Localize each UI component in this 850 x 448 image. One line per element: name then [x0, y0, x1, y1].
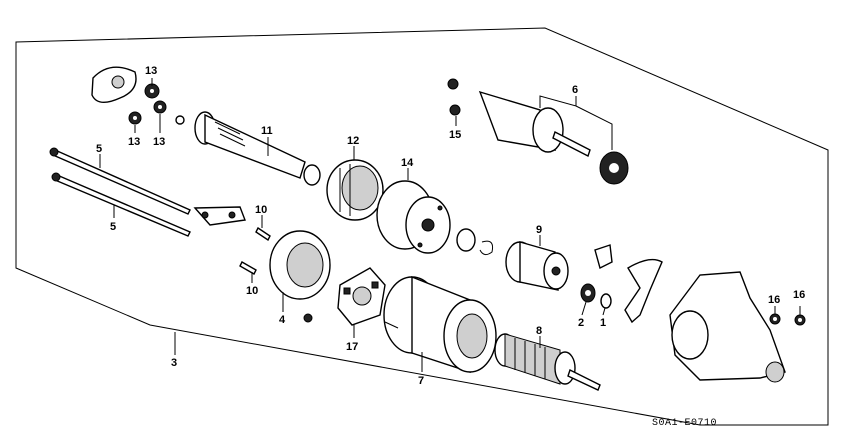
part-dust-cover: [91, 66, 137, 103]
part-shift-lever: [594, 244, 663, 324]
callout-3: 3: [171, 357, 177, 369]
part-washers: [456, 228, 493, 256]
callout-9: 9: [536, 224, 542, 236]
callout-13: 13: [128, 136, 140, 148]
part-yoke: [383, 275, 497, 373]
callout-15: 15: [449, 129, 461, 141]
diagram-code: S0A1-E0710: [652, 418, 717, 429]
callout-5: 5: [110, 221, 116, 233]
part-overrunning-clutch: [505, 241, 569, 291]
assembly-boundary: [15, 27, 829, 426]
part-bracket: [193, 206, 246, 226]
callout-1: 1: [600, 317, 606, 329]
part-gear-shaft: [175, 111, 321, 186]
callout-6: 6: [572, 84, 578, 96]
callout-10: 10: [246, 285, 258, 297]
callout-11: 11: [261, 125, 273, 137]
leader-lines: [99, 78, 801, 372]
callout-7: 7: [418, 375, 424, 387]
callout-17: 17: [346, 341, 358, 353]
callout-8: 8: [536, 325, 542, 337]
callout-14: 14: [401, 157, 414, 169]
callout-5: 5: [96, 143, 102, 155]
part-stop-ring: [580, 283, 612, 309]
callout-12: 12: [347, 135, 359, 147]
part-brush-holder: [337, 267, 386, 326]
part-armature: [494, 333, 601, 391]
callout-10: 10: [255, 204, 267, 216]
part-gear-housing: [376, 180, 451, 254]
callout-13: 13: [145, 65, 157, 77]
part-nuts: [769, 313, 806, 326]
part-gear-case: [669, 271, 786, 383]
part-screws: [239, 226, 271, 275]
callout-16: 16: [793, 289, 805, 301]
callout-13: 13: [153, 136, 165, 148]
callout-16: 16: [768, 294, 780, 306]
callout-4: 4: [279, 314, 286, 326]
callout-2: 2: [578, 317, 584, 329]
part-planetary-gears: [128, 83, 167, 125]
part-solenoid: [447, 78, 629, 185]
part-internal-gear: [326, 159, 384, 221]
part-through-bolts: [49, 147, 191, 237]
part-end-cover: [269, 230, 331, 323]
